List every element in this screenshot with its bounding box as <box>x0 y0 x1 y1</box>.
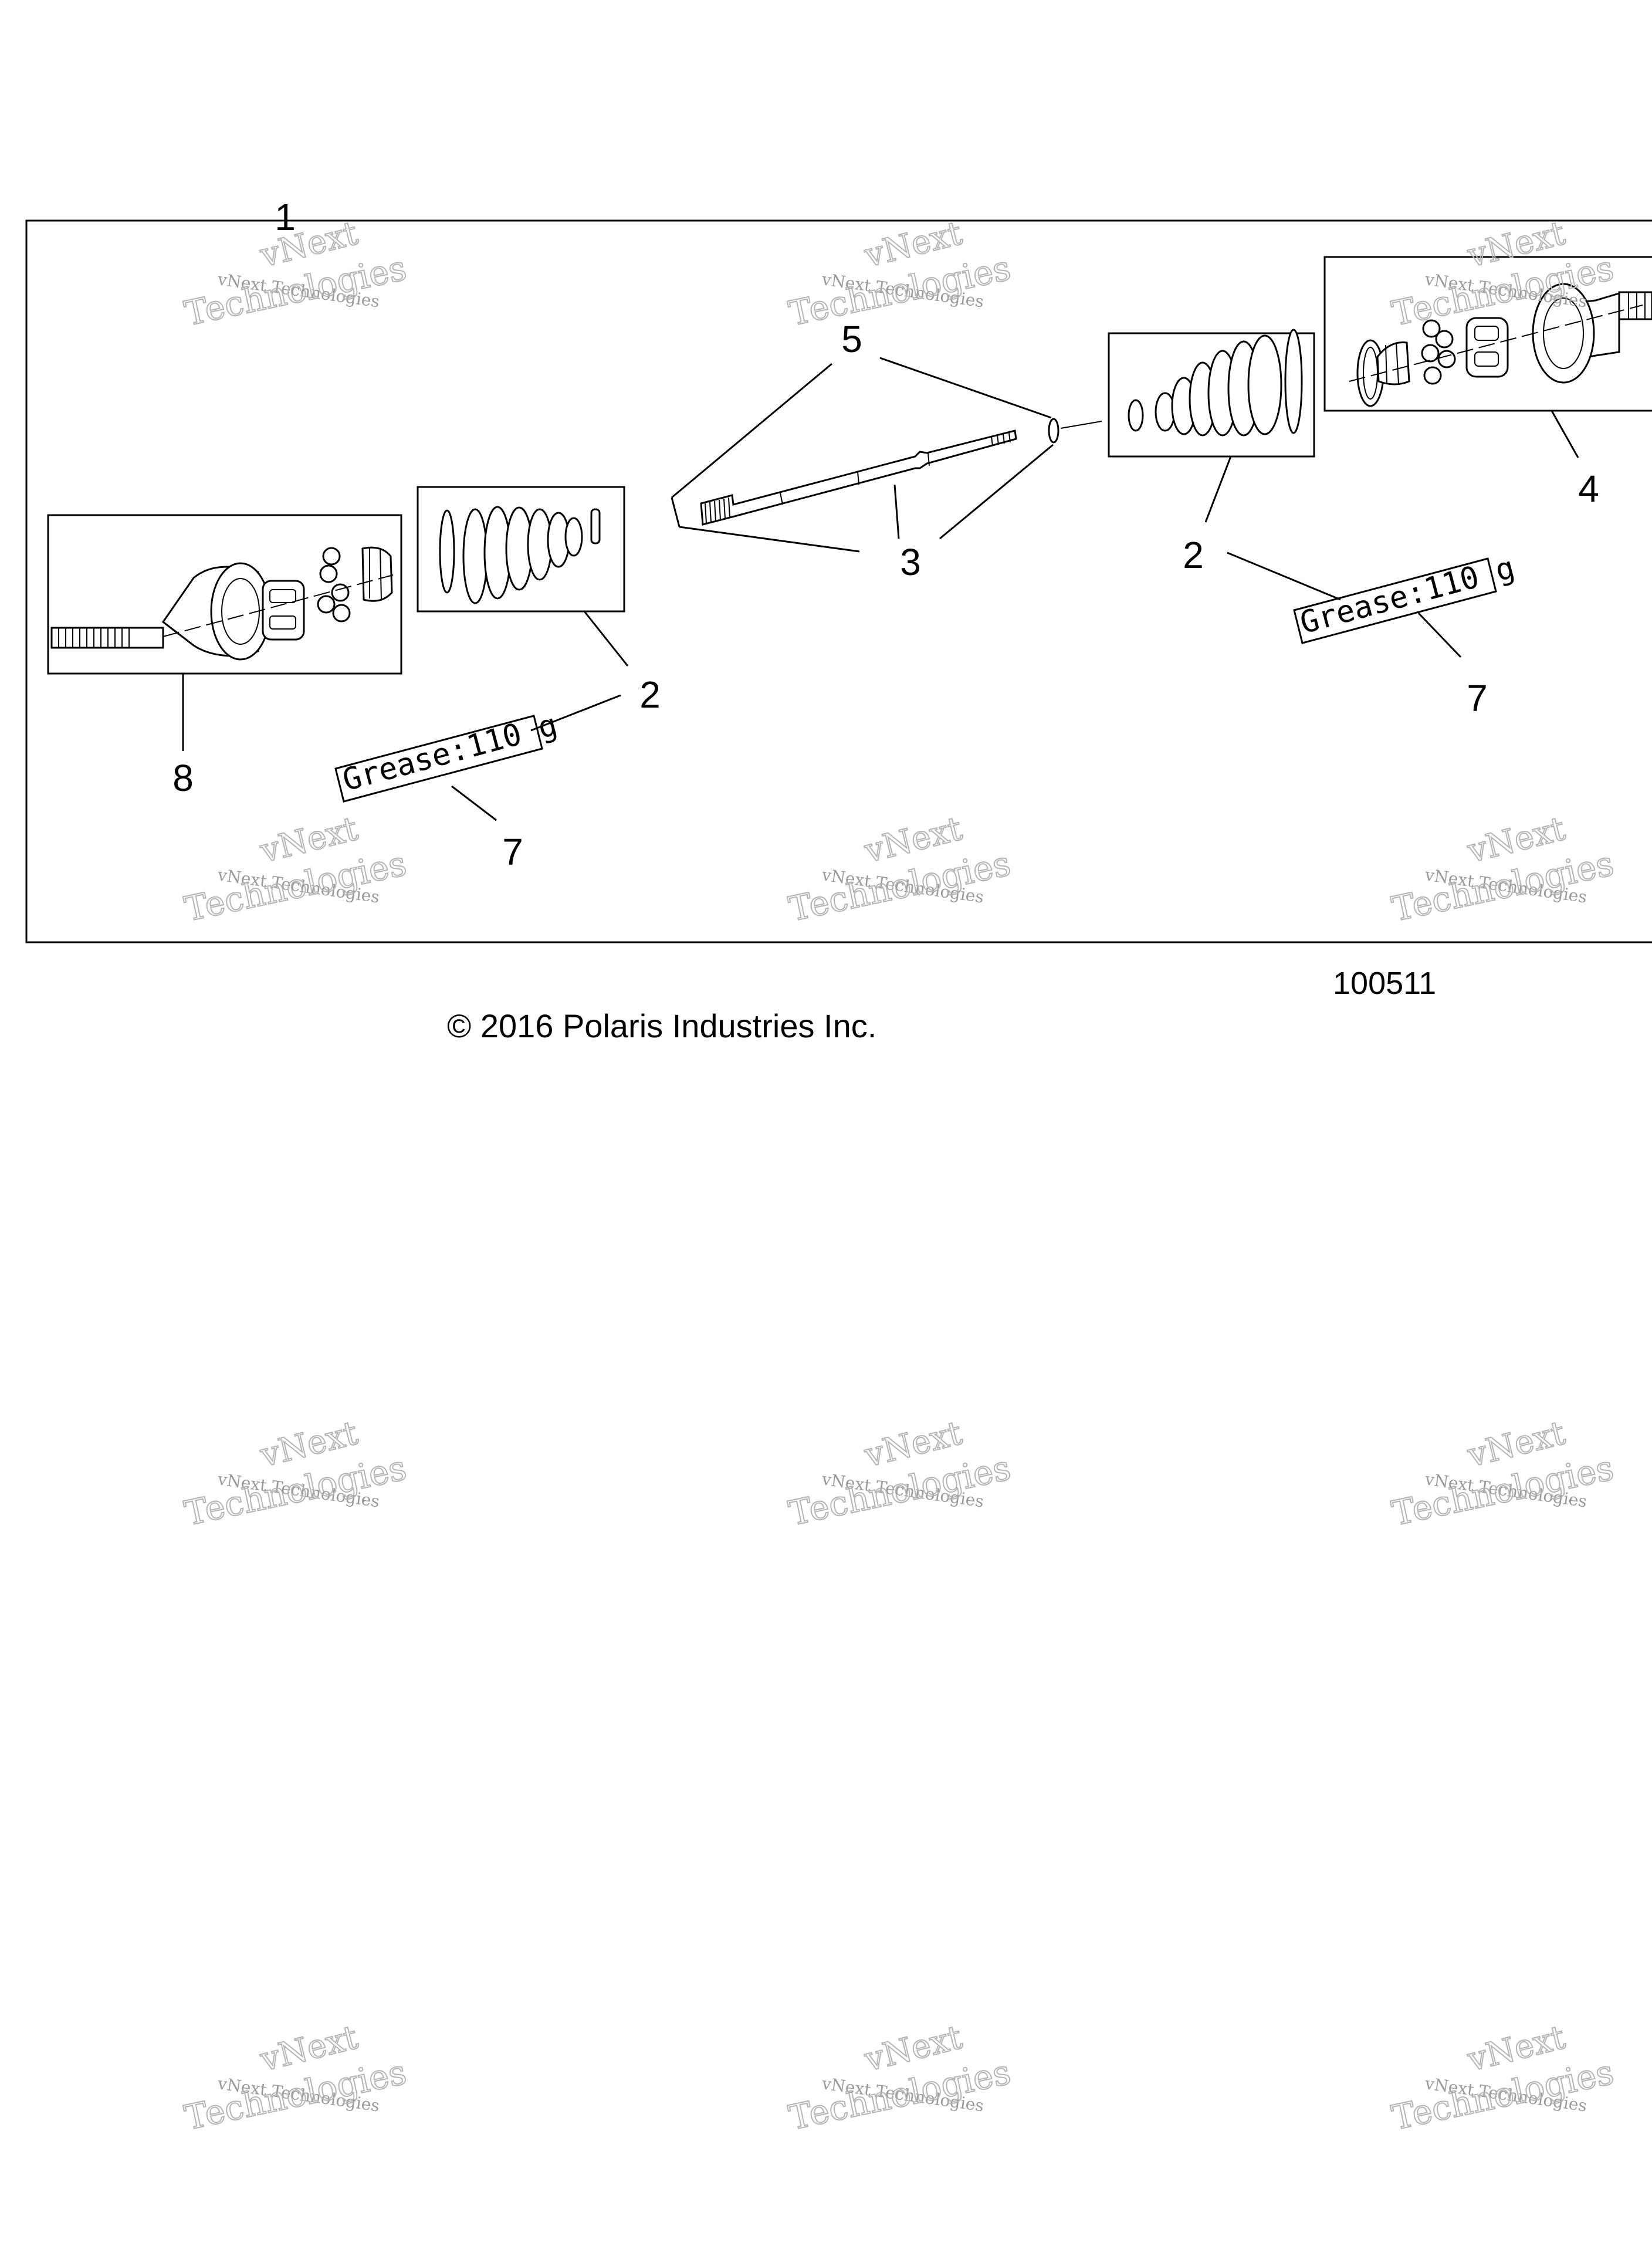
callout-4: 4 <box>1578 468 1599 510</box>
boot-kit-right[interactable] <box>1108 329 1315 458</box>
callout-5: 5 <box>841 318 862 360</box>
cv-joint-outboard[interactable] <box>47 514 402 675</box>
figure-number: 100511 <box>1333 966 1436 1001</box>
watermark: vNext vNext Technologies Technologies <box>181 2018 411 2139</box>
watermark: vNext vNext Technologies Technologies <box>181 214 411 334</box>
callout-8: 8 <box>172 757 194 799</box>
watermark: vNext vNext Technologies Technologies <box>785 1413 1015 1534</box>
callout-7-right: 7 <box>1467 677 1488 719</box>
watermark: vNext vNext Technologies Technologies <box>785 809 1015 930</box>
cv-joint-inboard[interactable] <box>1323 256 1652 412</box>
callout-2-left: 2 <box>639 674 661 716</box>
watermark: vNext vNext Technologies Technologies <box>181 1413 411 1534</box>
watermark: vNext vNext Technologies Technologies <box>181 809 411 930</box>
watermark: vNext vNext Technologies Technologies <box>1388 809 1618 930</box>
grease-pack-left[interactable]: Grease:110 g <box>334 707 561 803</box>
watermark: vNext vNext Technologies Technologies <box>785 214 1015 334</box>
callout-1: 1 <box>275 196 296 238</box>
grease-pack-right[interactable]: Grease:110 g <box>1293 550 1518 644</box>
assembly-frame <box>25 219 1652 943</box>
watermark: vNext vNext Technologies Technologies <box>1388 1413 1618 1534</box>
callout-3: 3 <box>900 541 921 583</box>
callout-7-left: 7 <box>502 831 523 873</box>
watermark: vNext vNext Technologies Technologies <box>1388 2018 1618 2139</box>
copyright: © 2016 Polaris Industries Inc. <box>447 1007 876 1044</box>
axle-shaft[interactable] <box>700 418 1059 526</box>
boot-kit-left[interactable] <box>417 486 625 613</box>
watermark: vNext vNext Technologies Technologies <box>785 2018 1015 2139</box>
callout-2-right: 2 <box>1183 534 1204 576</box>
